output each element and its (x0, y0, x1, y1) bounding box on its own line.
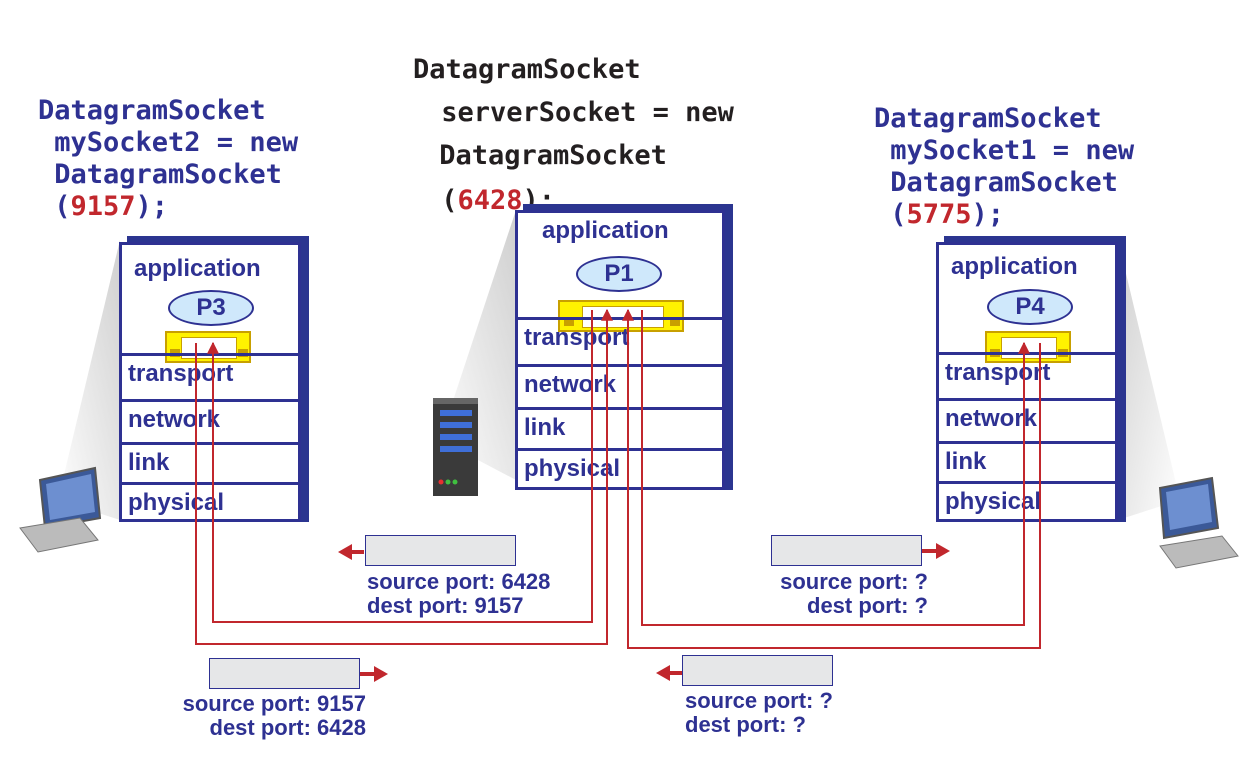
process-p3: P3 (168, 290, 254, 326)
client-right-network-layer: network (939, 398, 1115, 441)
server-application-label: application (542, 217, 669, 244)
right-cone (1118, 240, 1180, 520)
process-p1: P1 (576, 256, 662, 292)
segment-p3-to-server-labels: source port: 9157 dest port: 6428 (140, 692, 366, 740)
client-left-code: DatagramSocket mySocket2 = new DatagramS… (38, 94, 298, 224)
server-paren-open: ( (425, 185, 458, 216)
segment-p3-to-server (209, 658, 360, 689)
client-right-paren-close: ); (971, 199, 1005, 230)
direction-arrowhead-server-to-p3 (338, 544, 352, 560)
client-right-code-line-1: DatagramSocket (874, 103, 1102, 134)
client-left-code-line-3: DatagramSocket (38, 159, 282, 190)
segment-server-to-p4-labels: source port: ? dest port: ? (752, 570, 928, 618)
client-right-physical-layer: physical (939, 481, 1115, 521)
segment-server-to-p4-dest: dest port: ? (807, 593, 928, 618)
segment-p4-to-server-labels: source port: ? dest port: ? (685, 689, 833, 737)
client-left-application-label: application (134, 255, 261, 282)
direction-arrowhead-p3-to-server (374, 666, 388, 682)
client-left-stack: application P3 transport network link ph… (119, 236, 309, 522)
client-left-code-line-2: mySocket2 = new (38, 127, 299, 158)
client-left-link-layer: link (122, 442, 298, 482)
server-transport-layer: transport (518, 317, 722, 364)
client-left-paren-open: ( (38, 191, 71, 222)
left-cone (58, 240, 120, 520)
client-left-port-number: 9157 (70, 191, 136, 222)
server-physical-layer: physical (518, 448, 722, 488)
client-right-code: DatagramSocket mySocket1 = new DatagramS… (874, 102, 1134, 232)
server-port-line: (6428); (425, 179, 734, 222)
client-right-port-line: (5775); (874, 198, 1134, 232)
segment-server-to-p4 (771, 535, 922, 566)
server-code-line-2: serverSocket = new (425, 97, 734, 128)
server-port-number: 6428 (457, 185, 523, 216)
segment-server-to-p4-source: source port: ? (780, 569, 928, 594)
server-stack: application P1 transport network link ph… (515, 204, 733, 490)
direction-arrowhead-p4-to-server (656, 665, 670, 681)
segment-server-to-p3-labels: source port: 6428 dest port: 9157 (367, 570, 550, 618)
client-right-application-label: application (951, 253, 1078, 280)
server-stack-box: application P1 transport network link ph… (515, 210, 725, 490)
path-p4-to-server (622, 308, 1041, 649)
client-left-stack-box: application P3 transport network link ph… (119, 242, 301, 522)
process-p4: P4 (987, 289, 1073, 325)
segment-p3-to-server-dest: dest port: 6428 (209, 715, 367, 740)
segment-server-to-p3 (365, 535, 516, 566)
server-network-layer: network (518, 364, 722, 407)
client-left-network-layer: network (122, 399, 298, 442)
server-icon (433, 398, 478, 496)
client-left-physical-layer: physical (122, 482, 298, 522)
path-p3-to-server (195, 308, 613, 645)
client-right-stack: application P4 transport network link ph… (936, 236, 1126, 522)
left-computer-icon (19, 466, 102, 553)
client-right-stack-box: application P4 transport network link ph… (936, 242, 1118, 522)
client-right-code-line-2: mySocket1 = new (874, 135, 1135, 166)
client-left-paren-close: ); (135, 191, 169, 222)
right-computer-icon (1158, 476, 1239, 569)
segment-p3-to-server-source: source port: 9157 (182, 691, 366, 716)
path-server-to-p3 (207, 310, 593, 623)
client-left-code-line-1: DatagramSocket (38, 95, 266, 126)
client-left-transport-layer: transport (122, 353, 298, 399)
client-right-paren-open: ( (874, 199, 907, 230)
client-left-port-line: (9157); (38, 190, 298, 224)
path-server-to-p4 (641, 310, 1030, 626)
server-link-layer: link (518, 407, 722, 448)
direction-arrowhead-server-to-p4 (936, 543, 950, 559)
client-right-link-layer: link (939, 441, 1115, 481)
client-right-port-number: 5775 (906, 199, 972, 230)
segment-server-to-p3-dest: dest port: 9157 (367, 593, 524, 618)
segment-p4-to-server-source: source port: ? (685, 688, 833, 713)
segment-p4-to-server (682, 655, 833, 686)
segment-server-to-p3-source: source port: 6428 (367, 569, 551, 594)
segment-p4-to-server-dest: dest port: ? (685, 712, 806, 737)
client-right-code-line-3: DatagramSocket (874, 167, 1118, 198)
server-code-line-1: DatagramSocket (413, 54, 641, 85)
server-code: DatagramSocket serverSocket = new Datagr… (413, 48, 734, 222)
server-code-line-3: DatagramSocket (423, 140, 667, 171)
